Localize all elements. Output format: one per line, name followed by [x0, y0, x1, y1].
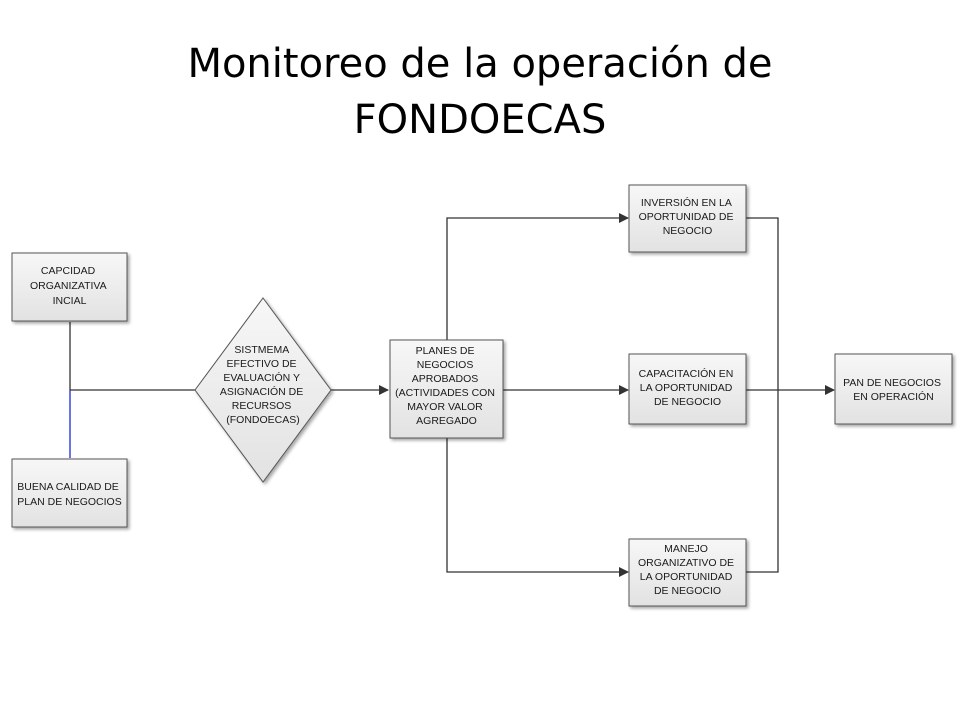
connector-planes-to-inversion	[446, 213, 629, 342]
title-line-1: Monitoreo de la operación de	[187, 41, 773, 87]
box-planes-label: PLANES DE NEGOCIOS APROBADOS (ACTIVIDADE…	[395, 345, 498, 427]
box-capacidad-label: CAPCIDAD ORGANIZATIVA INCIAL	[30, 265, 109, 307]
box-manejo-label: MANEJO ORGANIZATIVO DE LA OPORTUNIDAD DE…	[638, 543, 737, 597]
box-planes-negocios	[389, 339, 504, 439]
box-inversion	[628, 184, 747, 253]
title-line-2: FONDOECAS	[353, 97, 607, 143]
slide-title: Monitoreo de la operación de FONDOECAS	[0, 36, 960, 148]
box-capacitacion-label: CAPACITACIÓN EN LA OPORTUNIDAD DE NEGOCI…	[639, 367, 737, 408]
box-manejo	[628, 538, 747, 607]
diamond-sistema-label: SISTMEMA EFECTIVO DE EVALUACIÓN Y ASIGNA…	[220, 344, 306, 426]
box-buena-calidad	[11, 458, 128, 528]
box-pan-negocios	[834, 353, 953, 425]
diamond-sistema-fondoecas	[194, 297, 332, 483]
connectors	[69, 213, 835, 577]
connector-inversion-out	[746, 217, 779, 573]
box-buena-calidad-label: BUENA CALIDAD DE PLAN DE NEGOCIOS	[17, 481, 121, 508]
box-pan-label: PAN DE NEGOCIOS EN OPERACIÓN	[843, 377, 944, 403]
box-capacidad-organizativa	[11, 252, 128, 322]
box-inversion-label: INVERSIÓN EN LA OPORTUNIDAD DE NEGOCIO	[639, 196, 737, 237]
box-capacitacion	[628, 353, 747, 425]
connector-planes-to-manejo	[446, 438, 629, 577]
